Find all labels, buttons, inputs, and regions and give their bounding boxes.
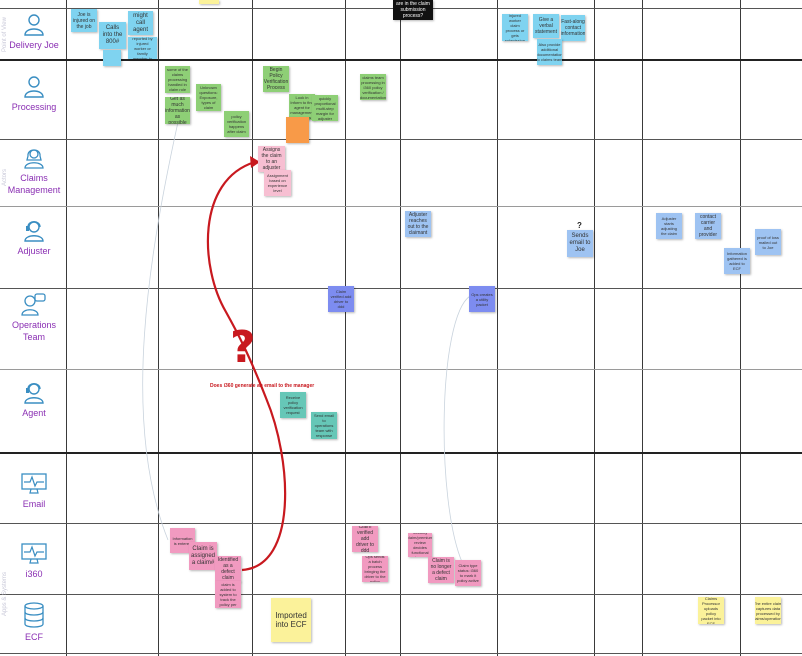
lane-label: ECF — [25, 632, 43, 642]
person-headset-icon — [24, 383, 44, 404]
column-divider — [642, 0, 643, 656]
sticky-note[interactable]: Information gathered is added to ECF — [724, 248, 750, 274]
sticky-note[interactable]: are in the claim submission process? — [393, 0, 433, 20]
database-icon — [24, 602, 44, 628]
sticky-note[interactable]: contact carrier and provider — [695, 213, 721, 239]
sticky-note[interactable]: Calls into the 800# — [99, 22, 126, 49]
lane-i360: i360 — [0, 543, 68, 580]
lane-adjuster: Adjuster — [0, 218, 68, 257]
sticky-note[interactable] — [199, 0, 219, 4]
lane-label: Adjuster — [17, 246, 51, 256]
sticky-note[interactable]: Unknown questions: Exposure, types of cl… — [196, 84, 221, 111]
lane-label: Operations Team — [11, 320, 57, 342]
lane-divider — [0, 653, 802, 654]
sticky-note[interactable]: Joe is injured on the job — [71, 9, 97, 32]
sticky-note[interactable]: some of the claims processing handled in… — [165, 66, 190, 93]
column-divider — [594, 0, 595, 656]
column-divider — [66, 0, 67, 656]
sticky-note[interactable]: Indicating injured worker claim process … — [502, 14, 528, 41]
sticky-note[interactable]: Claims Processor uploads policy packet i… — [698, 597, 724, 624]
lane-agent: Agent — [0, 380, 68, 419]
lane-label: Claims Management — [7, 173, 61, 195]
lane-operations-team: Operations Team — [0, 292, 68, 343]
column-divider — [740, 0, 741, 656]
sticky-note[interactable]: Ops creates a utility packet — [469, 286, 495, 312]
person-icon — [24, 76, 44, 98]
sticky-note[interactable]: Sends email to Joe — [567, 230, 593, 257]
lane-divider — [0, 139, 802, 140]
sticky-note[interactable]: policy verification happens after claim — [224, 111, 249, 137]
sticky-note[interactable]: quickly proportional multi-step margin f… — [312, 95, 338, 121]
sticky-note[interactable]: The entire claim captures data processed… — [755, 597, 781, 624]
lane-divider — [0, 594, 802, 595]
sticky-note[interactable]: Claim is assigned a claim# — [189, 542, 217, 570]
sticky-note[interactable]: might call agent — [128, 11, 153, 35]
sticky-note[interactable]: Fast-along contact information — [561, 15, 585, 41]
lane-delivery-joe: Delivery Joe — [0, 12, 68, 51]
monitor-pulse-icon — [21, 473, 47, 494]
group-chat-icon — [21, 293, 46, 316]
sticky-note[interactable]: Imported into ECF — [271, 598, 311, 642]
column-divider — [345, 0, 346, 656]
sticky-note[interactable]: Default claim is added to system to trac… — [215, 581, 241, 608]
sticky-note[interactable]: Claim is no longer a defect claim — [428, 557, 454, 583]
lane-label: Processing — [11, 102, 57, 112]
sticky-note[interactable]: Claim verified add driver to ddd — [352, 526, 378, 552]
sticky-note[interactable]: proof of loss mailed out to Joe — [755, 229, 781, 255]
lane-divider — [0, 523, 802, 524]
sticky-note[interactable]: claims team processing in i360 policy ve… — [360, 74, 386, 100]
lane-email: Email — [0, 473, 68, 510]
sticky-note[interactable]: Get as much information as possible — [165, 97, 190, 124]
sticky-note[interactable]: Claim verified add driver to ddd — [328, 286, 354, 312]
column-divider — [497, 0, 498, 656]
sticky-note[interactable]: Assignment based on experience level — [264, 170, 291, 196]
person-headset-icon — [24, 221, 44, 242]
lane-label: Email — [22, 499, 46, 509]
question-annotation: Does i360 generate an email to the manag… — [210, 383, 315, 389]
lane-ecf: ECF — [0, 602, 68, 643]
column-divider — [158, 0, 159, 656]
sticky-note[interactable]: Receive policy verification request — [280, 392, 306, 418]
question-mark-big: ? — [230, 322, 256, 373]
person-icon — [24, 14, 44, 36]
lane-label: Delivery Joe — [9, 40, 59, 50]
sticky-note[interactable]: Adjuster starts adjusting the claim — [656, 213, 682, 239]
lane-divider — [0, 288, 802, 289]
sticky-note[interactable]: Assigns the claim to an adjuster — [258, 146, 285, 172]
lane-divider — [0, 206, 802, 207]
sticky-note[interactable]: Give a verbal statement — [533, 14, 559, 38]
person-female-icon — [24, 149, 44, 169]
sticky-note[interactable] — [286, 117, 309, 143]
sticky-note[interactable]: Adjuster reaches out to the claimant — [405, 211, 431, 237]
lane-label: i360 — [25, 569, 43, 579]
sticky-note[interactable]: Ops sends a batch process bringing the d… — [362, 556, 388, 582]
lane-label: Agent — [22, 408, 46, 418]
sticky-note[interactable]: Also provide additional documentation to… — [537, 39, 562, 65]
sticky-note[interactable]: Claim type status: i360 to mark it polic… — [455, 560, 481, 586]
sticky-note[interactable]: Send email to operations team with respo… — [311, 412, 337, 439]
flow-connector-gray — [142, 121, 179, 541]
sticky-note[interactable]: Begin Policy Verification Process — [263, 66, 289, 92]
lane-claims-management: Claims Management — [0, 145, 68, 196]
lane-processing: Processing — [0, 74, 68, 113]
sticky-note[interactable]: claim reported by injured worker or fami… — [128, 37, 157, 59]
column-divider — [400, 0, 401, 656]
question-mark-small: ? — [577, 221, 582, 230]
lane-divider — [0, 369, 802, 370]
sticky-note[interactable]: Security claim/premium review decides fu… — [408, 533, 432, 557]
monitor-pulse-icon — [21, 543, 47, 564]
lane-divider — [0, 59, 802, 61]
sticky-note[interactable]: Identified as a defect claim — [215, 556, 241, 582]
lane-divider — [0, 452, 802, 454]
sticky-note[interactable] — [103, 50, 121, 66]
